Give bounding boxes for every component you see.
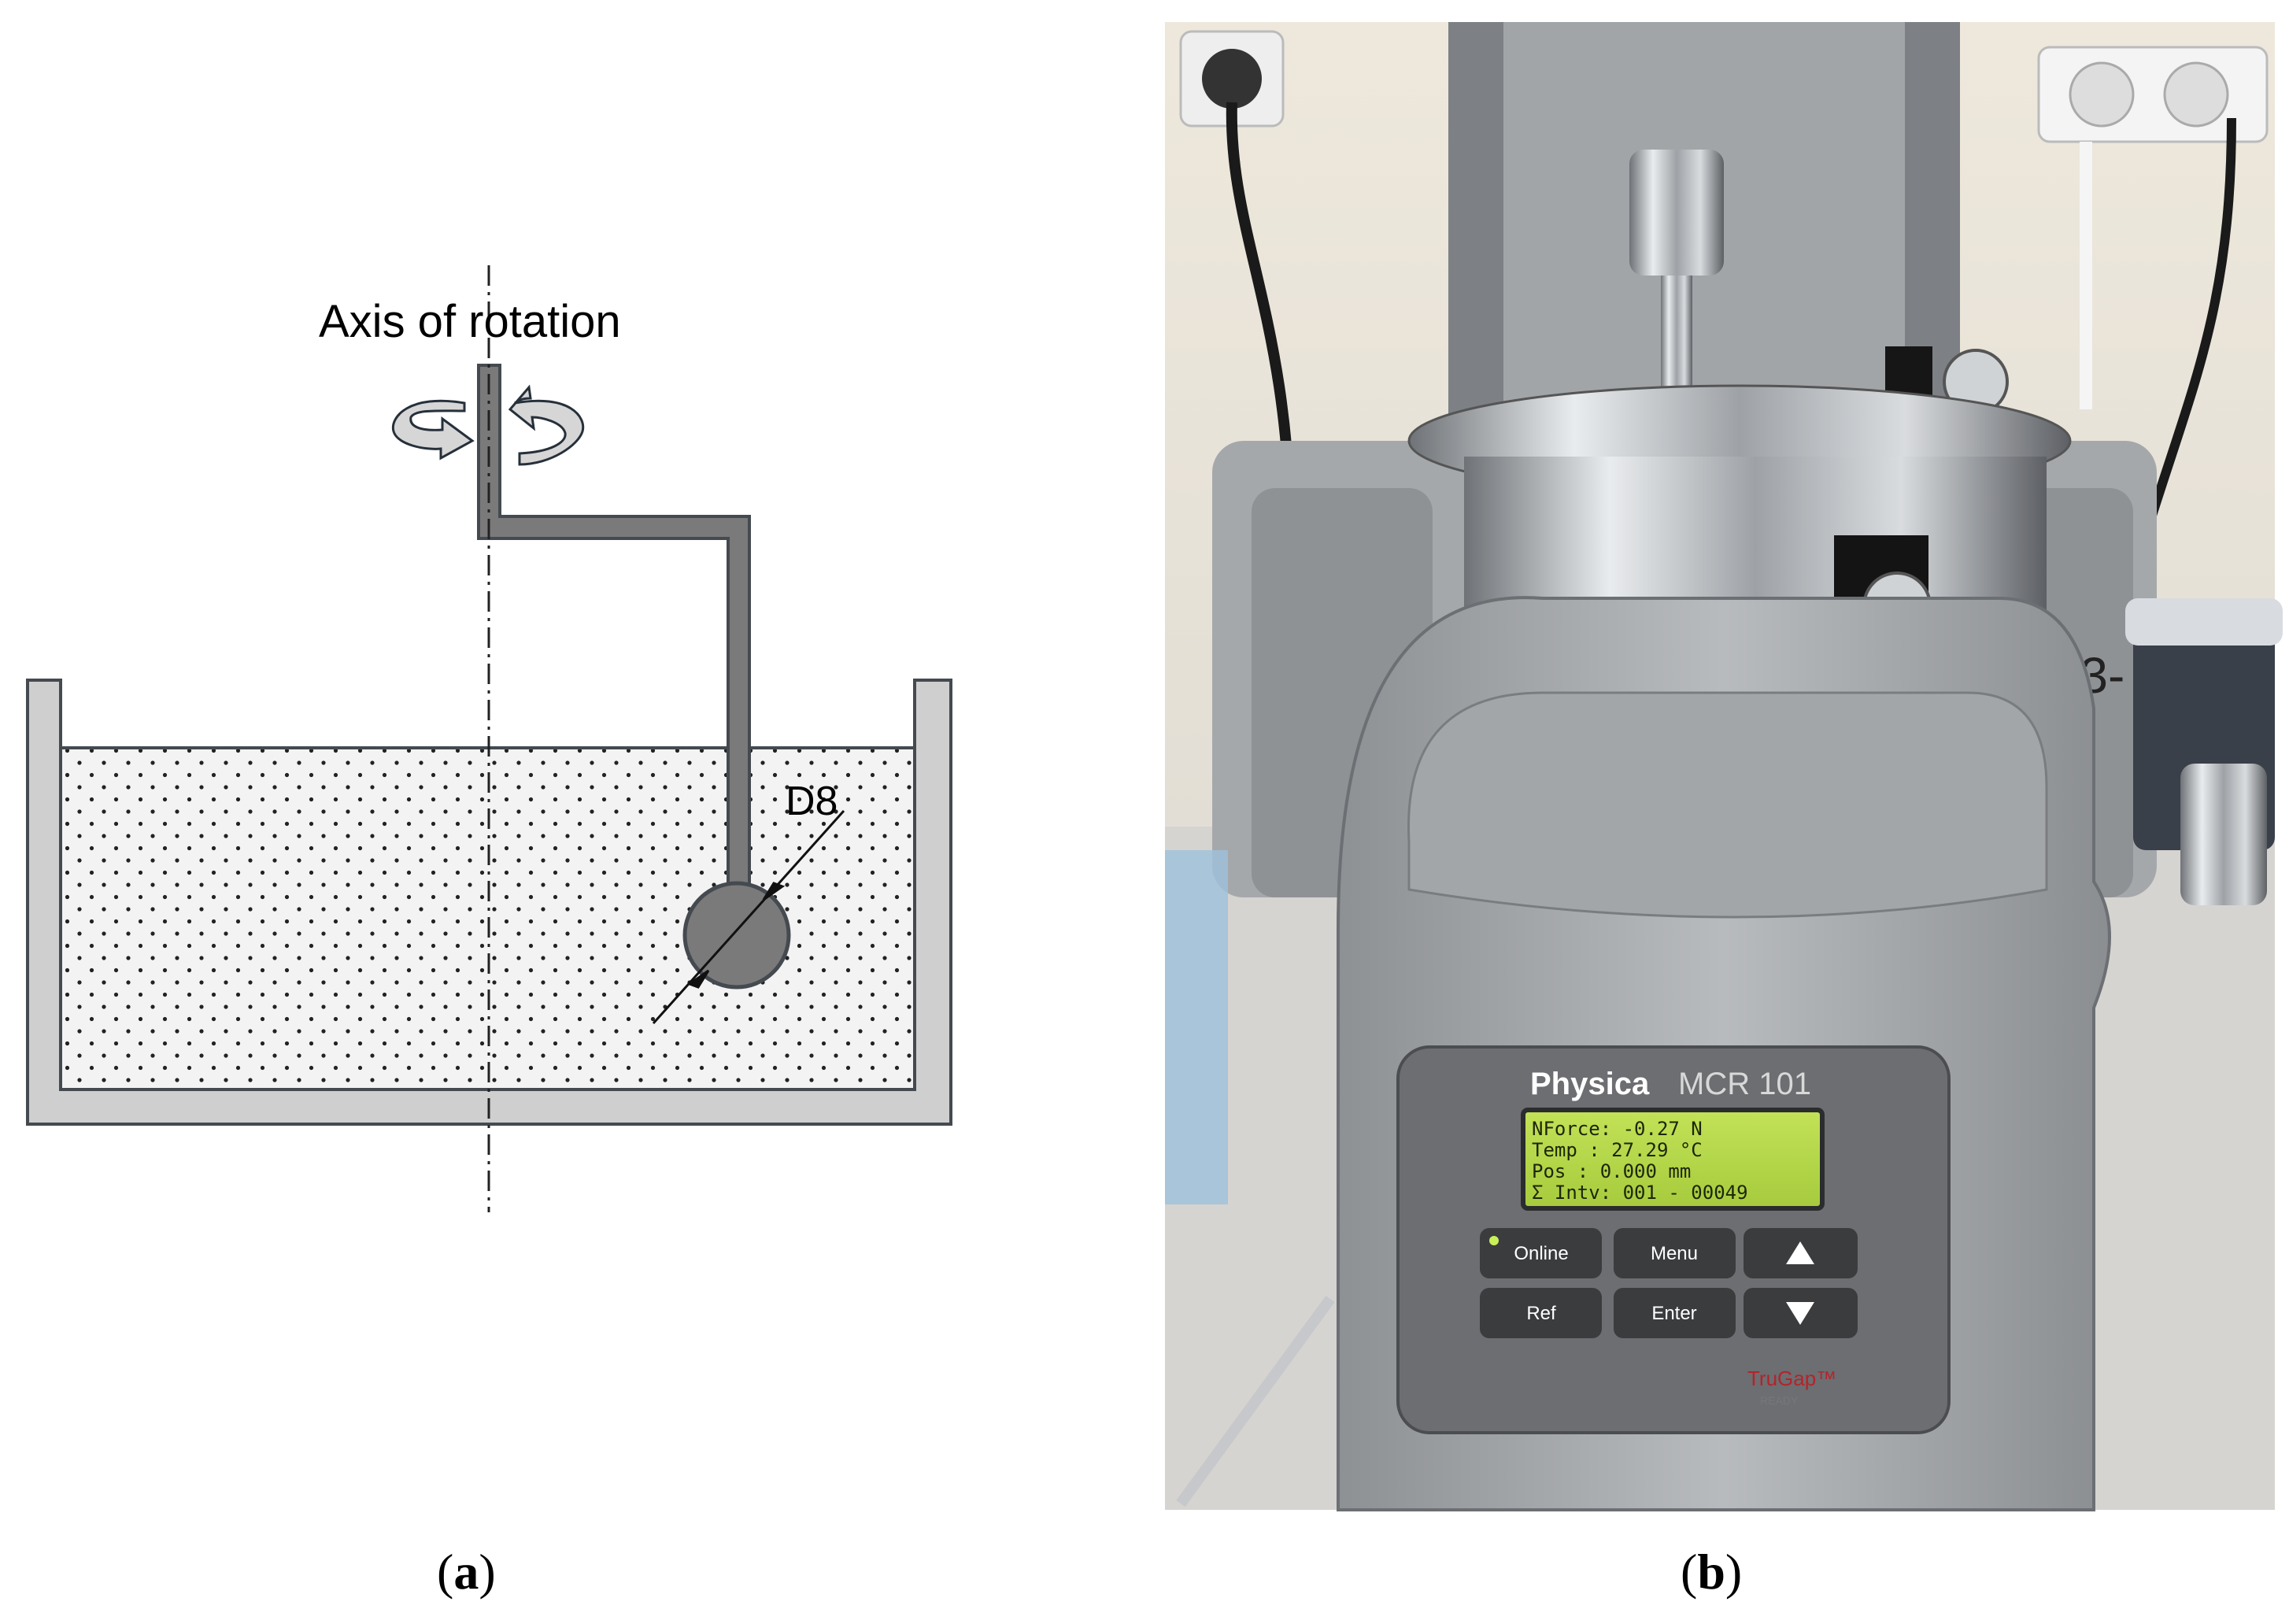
spindle-rod bbox=[1661, 276, 1692, 394]
metal-bush bbox=[2180, 764, 2267, 905]
menu-button-label: Menu bbox=[1651, 1243, 1698, 1264]
stirrer-ball bbox=[682, 881, 791, 990]
ref-button-label: Ref bbox=[1526, 1303, 1556, 1324]
water-bottle bbox=[1165, 850, 1228, 1204]
online-button-label: Online bbox=[1514, 1243, 1568, 1264]
online-button[interactable]: Online bbox=[1480, 1228, 1602, 1278]
spatula bbox=[1176, 1295, 1335, 1507]
down-arrow-button[interactable] bbox=[1744, 1288, 1858, 1338]
menu-button[interactable]: Menu bbox=[1614, 1228, 1736, 1278]
model-label: MCR 101 bbox=[1678, 1067, 1811, 1101]
ref-button[interactable]: Ref bbox=[1480, 1288, 1602, 1338]
enter-button-label: Enter bbox=[1651, 1303, 1696, 1324]
lcd-text: NForce: -0.27 N Temp : 27.29 °C Pos : 0.… bbox=[1532, 1118, 1748, 1204]
lcd-line-1: NForce: -0.27 N bbox=[1532, 1118, 1703, 1140]
dimension-label: D8 bbox=[786, 779, 838, 824]
caption-a: (a) bbox=[437, 1544, 496, 1600]
lcd-line-4: Σ Intv: 001 - 00049 bbox=[1532, 1182, 1748, 1204]
lcd-screen bbox=[1521, 1108, 1825, 1211]
up-arrow-button[interactable] bbox=[1744, 1228, 1858, 1278]
caption-b: (b) bbox=[1681, 1544, 1743, 1600]
trugap-badge: TruGap™ bbox=[1747, 1367, 1836, 1390]
cable-right bbox=[2136, 117, 2236, 553]
caption-a-letter: a bbox=[453, 1544, 479, 1600]
trugap-badge-sub: READY bbox=[1760, 1394, 1799, 1407]
spindle-chuck bbox=[1629, 150, 1724, 276]
lcd-line-2: Temp : 27.29 °C bbox=[1532, 1139, 1703, 1161]
triangle-down-icon bbox=[1786, 1302, 1814, 1325]
axis-of-rotation-label: Axis of rotation bbox=[319, 296, 621, 347]
enter-button[interactable]: Enter bbox=[1614, 1288, 1736, 1338]
dimension-d8 bbox=[652, 809, 845, 1025]
caption-b-letter: b bbox=[1697, 1544, 1725, 1600]
triangle-up-icon bbox=[1786, 1241, 1814, 1264]
rotation-arrows bbox=[391, 384, 585, 466]
brand-label: Physica bbox=[1530, 1067, 1650, 1101]
panel-b-photo: 24543- 589 Physica MCR 101 bbox=[1165, 22, 2283, 1511]
lcd-line-3: Pos : 0.000 mm bbox=[1532, 1160, 1691, 1182]
panel-a-schematic bbox=[26, 265, 952, 1212]
